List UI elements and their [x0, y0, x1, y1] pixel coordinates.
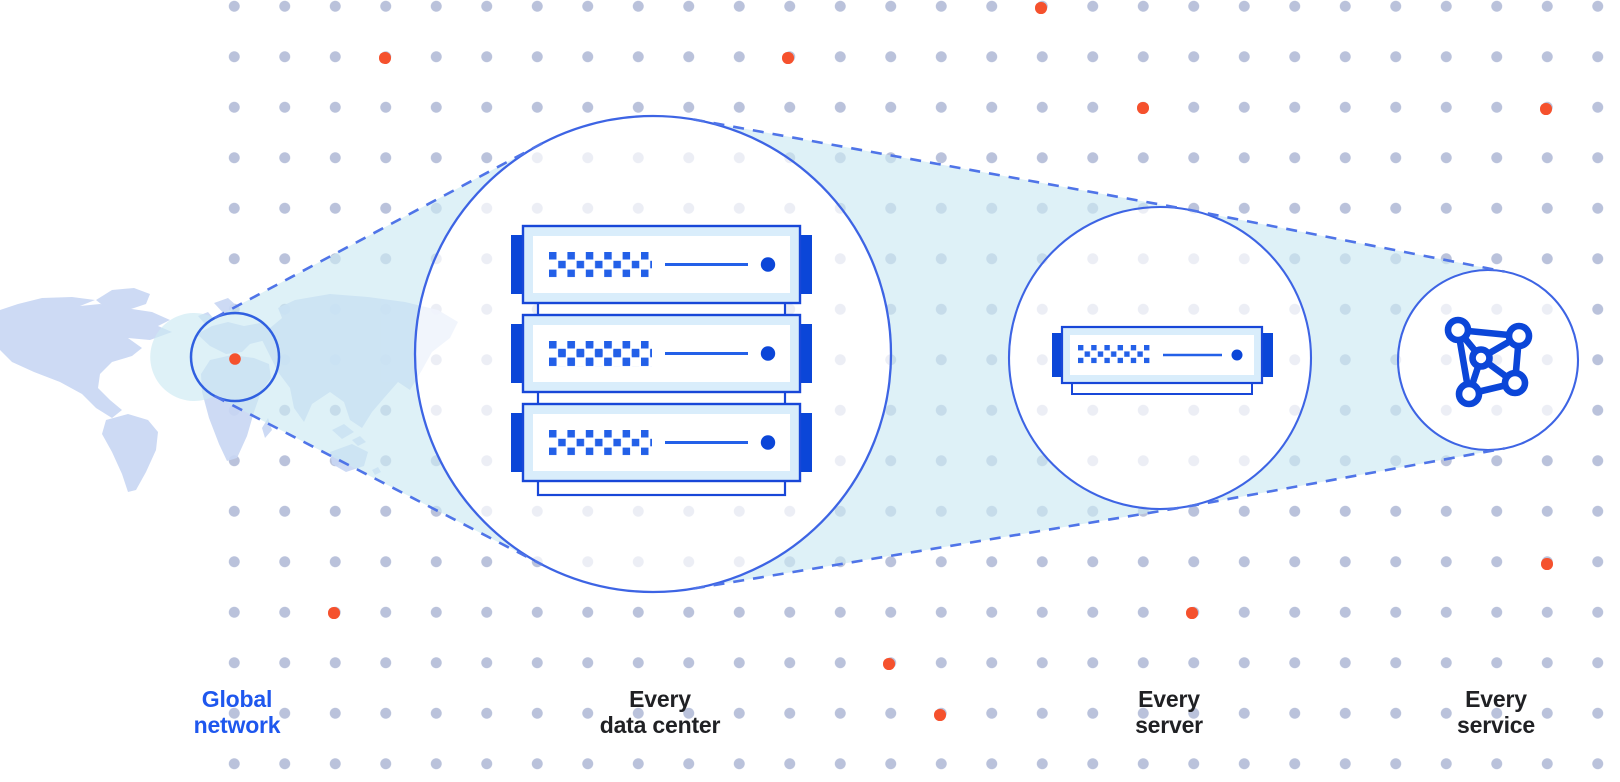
label-line: server [1135, 711, 1203, 738]
label-line: Every [1138, 686, 1200, 712]
map-location-marker [229, 353, 241, 365]
orange-accent-dot [1137, 102, 1149, 114]
server-unit-1 [511, 224, 812, 305]
dashed-zoom-lines [213, 118, 1505, 590]
orange-accent-dot [1186, 607, 1198, 619]
orange-accent-dot [934, 709, 946, 721]
orange-accent-dot [782, 52, 794, 64]
label-every-data-center: Every data center [599, 686, 721, 738]
label-every-server: Every server [1135, 686, 1203, 738]
orange-accent-dot [1035, 2, 1047, 14]
label-line: Global [201, 686, 273, 712]
server-unit-2 [511, 313, 812, 394]
orange-accent-dot [1540, 103, 1552, 115]
label-line: data center [599, 711, 721, 738]
single-server-icon [1052, 325, 1273, 395]
server-unit-3 [511, 402, 812, 483]
map-highlight-circle [189, 311, 281, 403]
label-line: Every [629, 686, 691, 712]
label-global-network: Global network [193, 686, 281, 738]
orange-accent-dot [328, 607, 340, 619]
label-every-service: Every service [1457, 686, 1535, 738]
label-line: service [1457, 711, 1535, 738]
map-greenland [96, 288, 150, 310]
cone-map-to-datacenter [150, 143, 543, 565]
network-graph-icon [1444, 316, 1533, 408]
label-line: Every [1465, 686, 1527, 712]
cone-server-to-service [1188, 209, 1505, 507]
orange-accent-dot [379, 52, 391, 64]
server-rack-icon [511, 224, 812, 497]
cone-datacenter-to-server [693, 119, 1186, 589]
label-line: network [193, 711, 281, 738]
orange-accent-dot [1541, 558, 1553, 570]
zoom-cones [150, 119, 1505, 589]
map-south-america [102, 414, 158, 492]
orange-accent-dot [883, 658, 895, 670]
map-north-america [0, 297, 172, 418]
